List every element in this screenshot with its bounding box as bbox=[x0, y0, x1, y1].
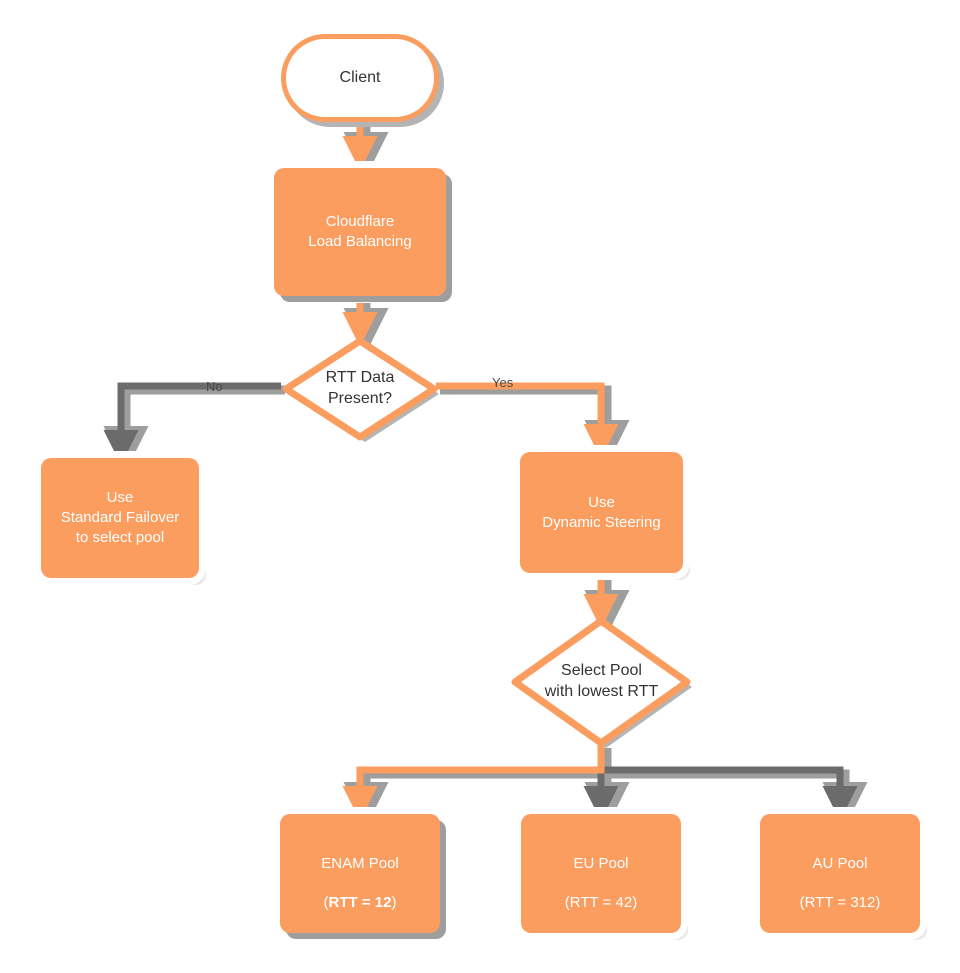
select-pool-diamond-shape bbox=[511, 617, 692, 748]
node-au-pool-rtt-close: ) bbox=[875, 894, 881, 912]
node-eu-pool-rtt-value: RTT = 42 bbox=[569, 894, 633, 912]
node-client-label: Client bbox=[339, 69, 381, 87]
edge-label-no: No bbox=[206, 379, 223, 394]
edge-inactive-group bbox=[103, 382, 858, 821]
edge-rtt-to-failover bbox=[103, 382, 281, 465]
node-rtt-data-present[interactable]: RTT Data Present? bbox=[281, 336, 439, 442]
node-enam-pool-title: ENAM Pool bbox=[321, 854, 399, 872]
node-au-pool[interactable]: AU Pool (RTT = 312) bbox=[760, 814, 920, 933]
node-cloudflare-load-balancing[interactable]: Cloudflare Load Balancing bbox=[274, 168, 446, 296]
node-dynamic-steering[interactable]: Use Dynamic Steering bbox=[520, 452, 683, 573]
node-standard-failover-label: Use Standard Failover to select pool bbox=[60, 489, 180, 546]
node-client[interactable]: Client bbox=[281, 34, 439, 122]
node-cloudflare-load-balancing-label: Cloudflare Load Balancing bbox=[308, 213, 412, 250]
node-enam-pool-rtt-open: ( bbox=[323, 894, 329, 912]
node-eu-pool[interactable]: EU Pool (RTT = 42) bbox=[521, 814, 681, 933]
node-eu-pool-rtt-open: ( bbox=[564, 894, 570, 912]
node-au-pool-rtt-open: ( bbox=[799, 894, 805, 912]
node-enam-pool-rtt-value: RTT = 12 bbox=[328, 894, 392, 912]
node-au-pool-rtt-value: RTT = 312 bbox=[804, 894, 876, 912]
node-select-pool[interactable]: Select Pool with lowest RTT bbox=[511, 616, 692, 748]
edge-label-yes: Yes bbox=[492, 375, 514, 390]
edge-rtt-to-dynamic-steering bbox=[436, 382, 619, 459]
edge-active-group bbox=[342, 122, 619, 821]
node-enam-pool-rtt-close: ) bbox=[391, 894, 397, 912]
edge-shadow-group bbox=[103, 126, 868, 827]
node-dynamic-steering-label: Use Dynamic Steering bbox=[542, 493, 661, 531]
node-enam-pool-label: ENAM Pool (RTT = 12) bbox=[313, 834, 407, 913]
node-eu-pool-title: EU Pool bbox=[573, 854, 629, 872]
edge-select-to-au bbox=[601, 766, 858, 821]
rtt-diamond-shape bbox=[282, 337, 439, 442]
node-au-pool-title: AU Pool bbox=[812, 854, 868, 872]
edge-select-to-enam bbox=[342, 744, 605, 821]
node-standard-failover[interactable]: Use Standard Failover to select pool bbox=[41, 458, 199, 578]
node-enam-pool[interactable]: ENAM Pool (RTT = 12) bbox=[280, 814, 440, 933]
node-eu-pool-label: EU Pool (RTT = 42) bbox=[557, 834, 645, 913]
node-au-pool-label: AU Pool (RTT = 312) bbox=[792, 834, 889, 913]
node-eu-pool-rtt-close: ) bbox=[632, 894, 638, 912]
